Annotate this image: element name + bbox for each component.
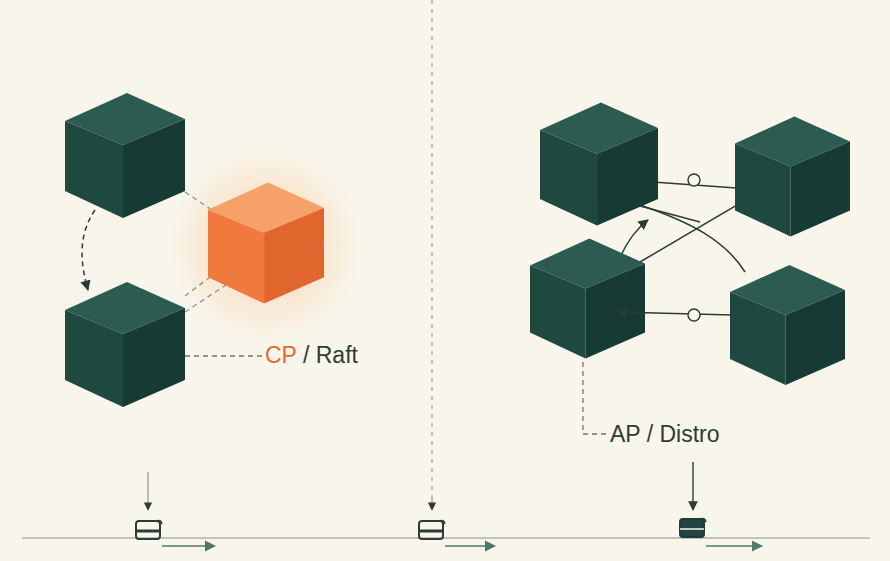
card-icon <box>680 518 706 537</box>
divider-arrow <box>431 498 432 510</box>
cp-label: CP <box>265 342 297 368</box>
node-cube <box>540 103 658 226</box>
link-line <box>640 206 700 222</box>
leader-cube <box>208 183 324 304</box>
leader-line <box>185 355 262 356</box>
cp-label: / Raft <box>303 342 358 368</box>
card-icon <box>136 520 162 539</box>
dashed-arrow <box>82 210 95 290</box>
progress-arrow <box>162 545 215 547</box>
progress-arrow <box>706 545 762 547</box>
node-cube <box>735 117 850 237</box>
leader-line <box>583 362 606 434</box>
node-cube <box>65 93 185 218</box>
link-knob <box>688 174 700 186</box>
divider-line <box>431 0 432 508</box>
link-arrow <box>617 312 732 315</box>
link-knob <box>688 309 700 321</box>
node-cube <box>730 265 845 385</box>
link-line <box>640 205 745 272</box>
timeline-arrow <box>147 472 148 510</box>
dashed-link <box>185 285 226 312</box>
timeline-arrow <box>692 462 693 510</box>
ap-label: AP / Distro <box>610 421 720 447</box>
node-cube <box>65 282 185 407</box>
progress-arrow <box>445 545 495 547</box>
highlight-glow <box>171 150 361 340</box>
node-cube <box>530 239 645 359</box>
card-icon <box>419 520 445 539</box>
